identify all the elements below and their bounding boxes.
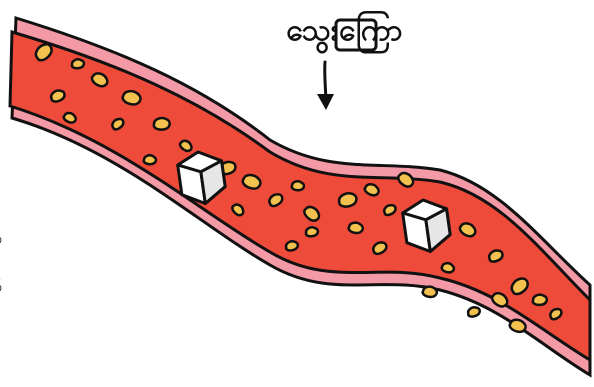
blood-vessel-label: သွေးကြော — [258, 10, 432, 54]
side-fragment: ဖို — [0, 263, 14, 311]
fat-deposit-icon — [71, 59, 84, 69]
fat-deposit-icon — [467, 306, 482, 319]
fat-deposit-icon — [144, 155, 156, 164]
fat-deposit-icon — [292, 181, 305, 190]
arrow-down-icon — [317, 62, 334, 110]
fat-deposit-icon — [305, 226, 318, 237]
fat-deposit-icon — [348, 222, 363, 234]
fat-deposit-icon — [532, 294, 547, 305]
side-text-fragments: ဖ ဖို — [0, 215, 14, 311]
side-fragment: ဖ — [0, 215, 14, 263]
fat-deposit-icon — [422, 286, 437, 298]
fat-deposit-icon — [153, 118, 169, 130]
